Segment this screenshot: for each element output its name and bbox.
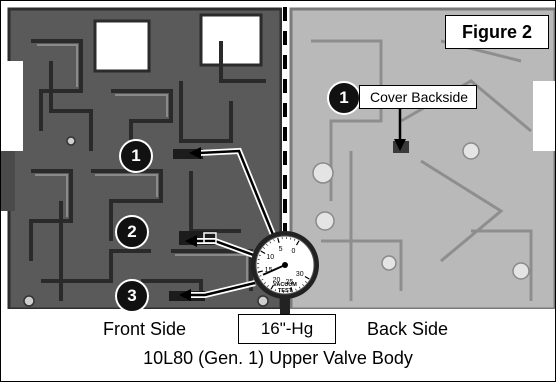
front-side-casting bbox=[1, 7, 283, 311]
arrow-to-passage-1 bbox=[198, 149, 289, 270]
arrow-to-passage-2 bbox=[195, 239, 260, 259]
gauge-reading: 16"-Hg bbox=[238, 314, 336, 344]
gauge-tick bbox=[267, 285, 269, 287]
gauge-tick bbox=[266, 243, 268, 246]
gauge-tick bbox=[260, 250, 266, 255]
back-side-label: Back Side bbox=[367, 319, 449, 339]
gauge-face-text-2: TEST bbox=[278, 288, 293, 294]
gauge-tick bbox=[295, 240, 300, 246]
figure-tag: Figure 2 bbox=[445, 15, 549, 49]
callout-badge-3: 3 bbox=[115, 279, 149, 313]
back-side-casting bbox=[289, 7, 555, 311]
gauge-tick bbox=[305, 281, 307, 283]
arrow-to-passage-3 bbox=[189, 281, 256, 297]
gauge-tick bbox=[259, 275, 262, 277]
back-callout-badge: 1 bbox=[327, 81, 361, 115]
gauge-scale-label: 25 bbox=[286, 279, 294, 286]
front-passage-upper bbox=[173, 149, 203, 159]
gauge-tick bbox=[273, 239, 275, 242]
front-side-label: Front Side bbox=[103, 319, 187, 339]
gauge-scale-label: 30 bbox=[296, 271, 304, 278]
gauge-tick bbox=[258, 254, 261, 256]
figure-caption: 10L80 (Gen. 1) Upper Valve Body bbox=[143, 348, 413, 368]
gauge-tick bbox=[263, 282, 266, 284]
gauge-tick bbox=[304, 275, 310, 280]
gauge-tick bbox=[290, 287, 293, 293]
gauge-tick bbox=[269, 241, 272, 244]
cover-backside-label: Cover Backside bbox=[359, 85, 478, 109]
gauge-scale-label: 0 bbox=[292, 248, 296, 255]
gauge-tick bbox=[277, 237, 280, 243]
gauge-tick bbox=[298, 286, 301, 289]
gauge-face-text-1: VACUUM bbox=[273, 282, 297, 288]
gauge-hub bbox=[282, 262, 288, 268]
callout-badge-1: 1 bbox=[119, 139, 153, 173]
gauge-tick bbox=[302, 284, 304, 287]
gauge-tick bbox=[263, 247, 265, 249]
gauge-scale-label: 5 bbox=[279, 246, 283, 253]
gauge-tick bbox=[257, 270, 263, 273]
gauge-scale-label: 10 bbox=[266, 254, 274, 261]
gauge-tick bbox=[295, 288, 297, 291]
gauge-tick bbox=[270, 284, 275, 290]
gauge-scale-label: 15 bbox=[265, 267, 273, 274]
gauge-tick bbox=[261, 278, 264, 281]
callout-badge-2: 2 bbox=[115, 215, 149, 249]
gauge-needle bbox=[262, 264, 286, 276]
gauge-ticks bbox=[257, 237, 310, 293]
gauge-stem bbox=[280, 297, 290, 315]
gauge-scale-label: 20 bbox=[273, 277, 281, 284]
gauge-tick bbox=[294, 238, 296, 241]
gauge-tick bbox=[274, 289, 276, 292]
